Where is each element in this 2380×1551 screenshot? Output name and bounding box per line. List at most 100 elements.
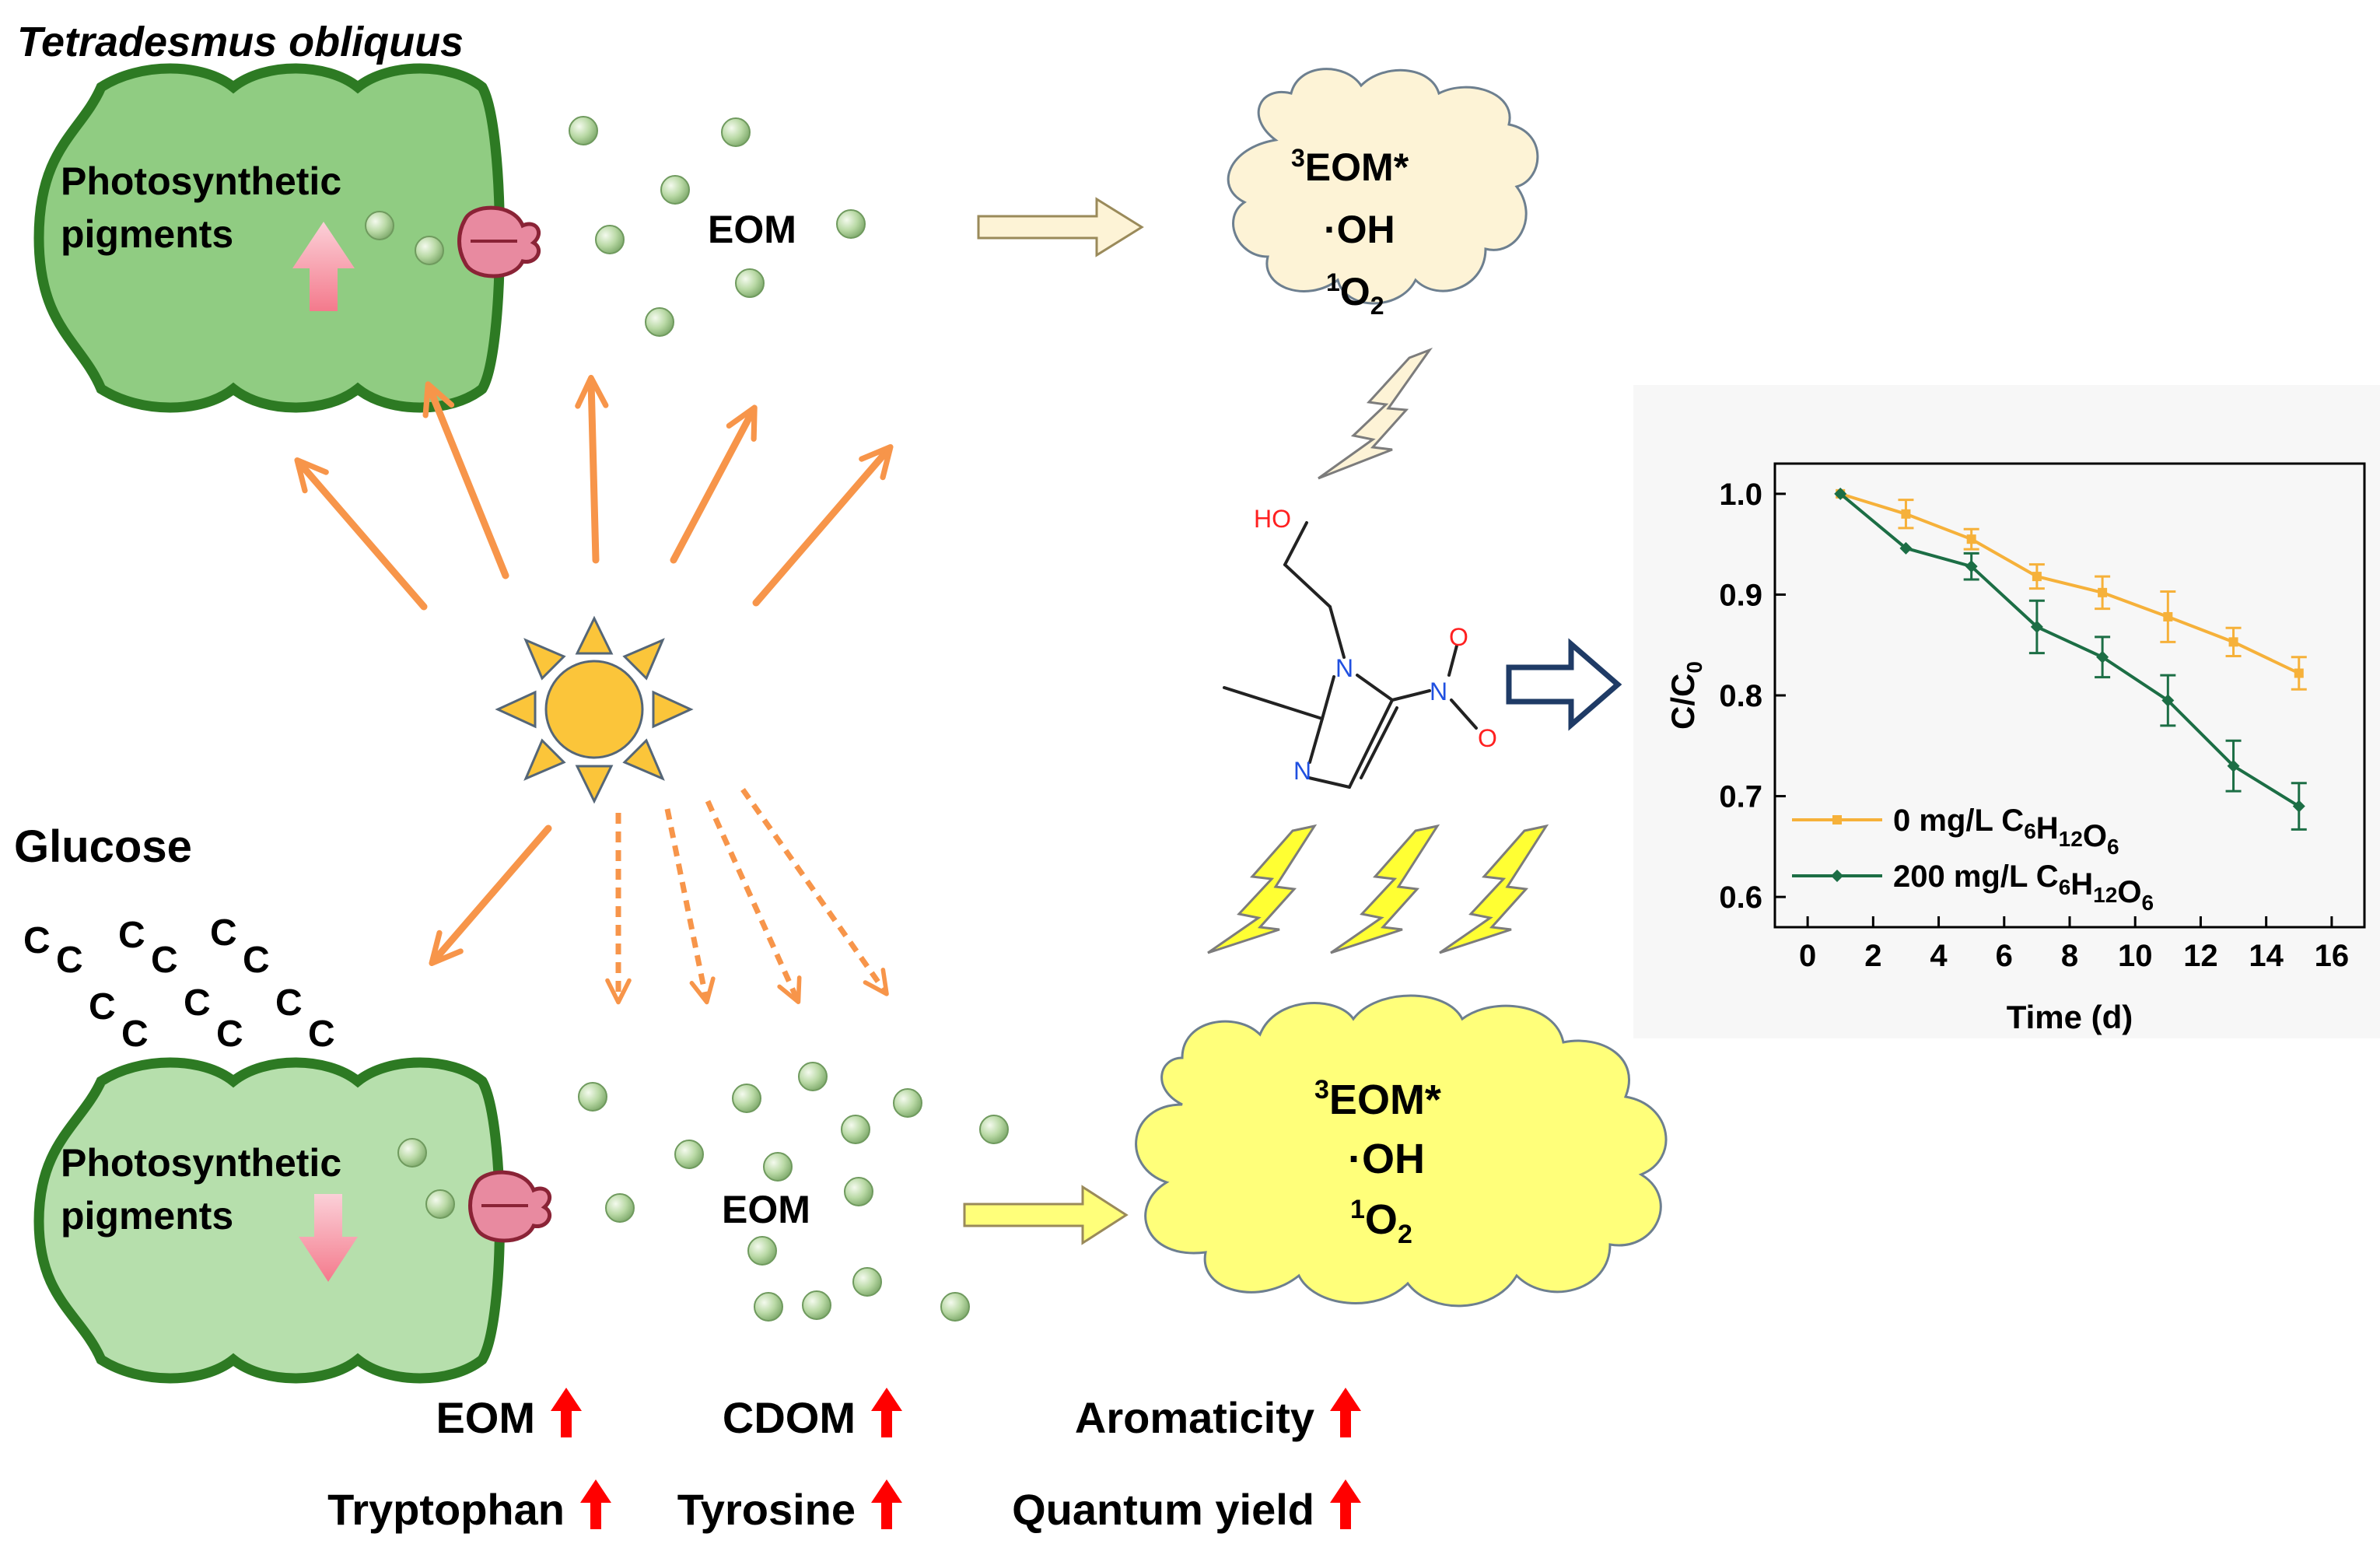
light-ray-arrow — [670, 404, 758, 564]
nitrogen-label: N — [1293, 757, 1311, 785]
x-tick-label: 12 — [2183, 939, 2218, 973]
lightning-bolt — [1207, 824, 1318, 954]
eom-bead — [841, 1115, 870, 1144]
light-rays — [294, 374, 894, 967]
data-point — [2030, 620, 2043, 633]
eom-bead — [763, 1152, 793, 1182]
carbon-atom: C — [308, 1014, 335, 1055]
pigment-decrease-arrow — [299, 1194, 358, 1282]
ros-1o2-top: 1O2 — [1326, 268, 1384, 320]
eom-bead — [660, 175, 690, 205]
indicator-item: Quantum yield — [1012, 1479, 1361, 1534]
eom-bead — [721, 117, 751, 147]
data-point — [1834, 487, 1847, 500]
increase-arrow-icon — [1330, 1388, 1361, 1437]
eom-bead — [674, 1140, 704, 1169]
indicator-item: CDOM — [723, 1388, 902, 1442]
ros-3eom-bottom: 3EOM* — [1314, 1075, 1441, 1123]
nitrogen-label: N — [1335, 654, 1353, 682]
carbon-atom: C — [210, 912, 237, 954]
x-tick-label: 8 — [2061, 939, 2078, 973]
pigments-label-top-line2: pigments — [61, 212, 233, 256]
light-ray-arrow — [752, 443, 894, 607]
series-line — [1839, 492, 2300, 808]
indicator-label: EOM — [436, 1393, 535, 1442]
carbon-atom: C — [275, 982, 303, 1024]
hydroxyl-label: HO — [1254, 505, 1291, 533]
pigments-label-top-line1: Photosynthetic — [61, 159, 341, 203]
x-tick-label: 14 — [2249, 939, 2284, 973]
data-point — [1901, 509, 1911, 519]
data-point — [1965, 560, 1978, 573]
lightning-bolts-bottom — [1207, 824, 1549, 954]
increase-arrow-icon — [580, 1479, 611, 1529]
lightning-bolt — [1330, 824, 1440, 954]
eom-label-top: EOM — [708, 208, 796, 251]
eom-bead — [365, 211, 394, 240]
indicator-label: CDOM — [723, 1393, 856, 1442]
x-tick-label: 10 — [2118, 939, 2153, 973]
y-axis-ticks: 0.60.70.80.91.0 — [1719, 478, 1786, 915]
carbon-atom: C — [118, 915, 145, 956]
indicator-item: Aromaticity — [1075, 1388, 1361, 1442]
eom-bead — [852, 1267, 882, 1297]
x-tick-label: 4 — [1930, 939, 1948, 973]
increase-arrow-icon — [871, 1388, 902, 1437]
result-arrow — [1506, 638, 1622, 731]
glucose-carbon-chains: C C C C C C C C C C C C — [23, 912, 335, 1055]
indicator-label: Tyrosine — [677, 1485, 856, 1534]
membrane-channel-bottom — [468, 1170, 551, 1243]
lightning-bolt-top — [1318, 347, 1433, 480]
ros-cloud-bottom: 3EOM* ·OH 1O2 — [1135, 994, 1668, 1308]
glucose-label: Glucose — [14, 821, 192, 872]
ros-oh-top: ·OH — [1324, 208, 1395, 251]
eom-bead — [754, 1292, 783, 1322]
algal-cell-top: Photosynthetic pigments — [33, 63, 541, 413]
eom-bead — [893, 1088, 922, 1118]
eom-bead — [415, 236, 444, 265]
eom-bead — [836, 209, 866, 239]
light-rays-dashed — [605, 787, 889, 1005]
ros-1o2-bottom: 1O2 — [1350, 1195, 1412, 1249]
eom-bead — [397, 1138, 427, 1168]
data-point — [1899, 541, 1913, 555]
dashed-light-arrow — [705, 800, 802, 1004]
eom-bead — [798, 1062, 828, 1091]
nitro-nitrogen-label: N — [1430, 677, 1447, 705]
x-tick-label: 2 — [1864, 939, 1881, 973]
membrane-channel-top — [457, 205, 541, 278]
sun-icon — [495, 615, 694, 804]
carbon-atom: C — [23, 920, 51, 961]
x-tick-label: 0 — [1799, 939, 1816, 973]
data-point — [2163, 611, 2173, 621]
data-point — [1966, 534, 1976, 544]
dashed-light-arrow — [664, 808, 716, 1005]
metronidazole-structure: HO N N N O O — [1223, 505, 1497, 789]
eom-bead — [732, 1084, 761, 1113]
cell-body-bottom — [33, 1057, 505, 1384]
data-point — [2161, 694, 2175, 707]
eom-bead — [940, 1292, 970, 1322]
increase-arrow-icon — [1330, 1479, 1361, 1529]
eom-bead — [605, 1193, 635, 1223]
light-ray-arrow — [575, 374, 609, 564]
carbon-atom: C — [121, 1014, 149, 1055]
data-point — [2227, 759, 2240, 772]
legend-marker — [1832, 815, 1842, 825]
eom-bead — [979, 1115, 1009, 1144]
series-1 — [1834, 487, 2307, 831]
data-point — [2098, 587, 2108, 597]
eom-bead — [735, 268, 765, 298]
indicator-label: Quantum yield — [1012, 1485, 1314, 1534]
series-line — [1839, 492, 2300, 675]
legend-marker — [1831, 870, 1843, 882]
ros-cloud-top: 3EOM* ·OH 1O2 — [1227, 68, 1539, 320]
flow-arrow-top — [977, 197, 1144, 257]
eom-bead — [569, 116, 598, 145]
data-point — [2228, 637, 2238, 647]
x-axis-label: Time (d) — [2007, 999, 2133, 1035]
light-ray-arrow — [294, 457, 428, 611]
flow-arrow-bottom — [963, 1185, 1129, 1245]
